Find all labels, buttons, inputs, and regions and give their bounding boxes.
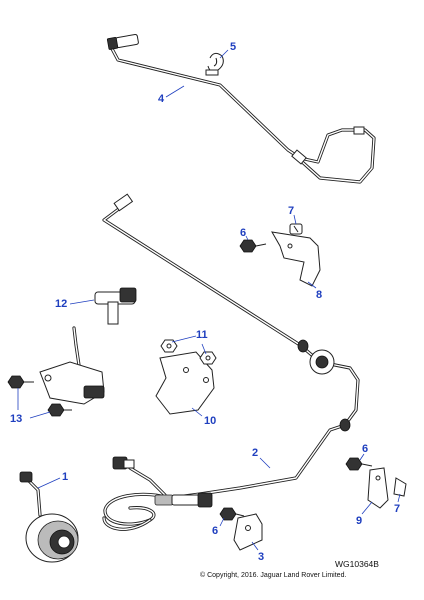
leader-3	[251, 541, 259, 551]
callout-4: 4	[158, 93, 165, 105]
bolt-part-13-lower	[47, 403, 72, 417]
nut-part-11	[160, 339, 217, 365]
pipe-part-4	[106, 33, 376, 184]
bracket-part-10	[155, 351, 215, 415]
bracket-part-8	[271, 231, 321, 287]
callout-12: 12	[55, 298, 67, 310]
callout-3: 3	[258, 551, 264, 563]
leader-12	[69, 299, 95, 305]
leader-8	[307, 281, 317, 289]
bolt-part-6-right	[345, 457, 373, 471]
slave-cylinder-part-1	[19, 471, 79, 563]
bracket-part-9	[367, 467, 389, 509]
callout-2: 2	[252, 447, 258, 459]
leader-2	[259, 457, 271, 469]
leader-11b	[201, 343, 207, 355]
callout-11: 11	[196, 329, 208, 341]
callout-6-right: 6	[362, 443, 368, 455]
callout-10: 10	[204, 415, 216, 427]
pipe-part-2	[102, 193, 360, 531]
bolt-part-6-lower	[219, 507, 245, 521]
valve-assembly-part-12	[39, 287, 137, 405]
callout-9: 9	[356, 515, 362, 527]
leader-13b	[29, 411, 51, 419]
bracket-part-3	[233, 513, 263, 551]
bolt-part-6-upper	[239, 239, 267, 253]
clip-part-5	[205, 52, 224, 76]
callout-7-lower: 7	[394, 503, 400, 515]
leader-4	[165, 85, 185, 98]
copyright-notice: © Copyright, 2016. Jaguar Land Rover Lim…	[200, 572, 347, 579]
leader-11a	[171, 335, 197, 343]
bolt-part-7-lower	[393, 477, 407, 497]
leader-7b	[397, 493, 401, 503]
leader-6b	[359, 453, 365, 461]
leader-10	[191, 407, 203, 417]
bolt-part-13-upper	[7, 375, 34, 389]
leader-6a	[245, 235, 249, 241]
leader-7a	[293, 214, 297, 225]
callout-6-lower: 6	[212, 525, 218, 537]
drawing-code: WG10364B	[335, 559, 379, 569]
callout-8: 8	[316, 289, 322, 301]
callout-13: 13	[10, 413, 22, 425]
leader-6c	[219, 517, 225, 527]
callout-1: 1	[62, 471, 68, 483]
callout-5: 5	[230, 41, 236, 53]
leader-1	[37, 477, 61, 489]
callout-7-upper: 7	[288, 205, 294, 217]
callout-6-upper: 6	[240, 227, 246, 239]
leader-5	[219, 49, 229, 59]
leader-9	[361, 501, 373, 515]
bolt-part-7-upper	[289, 223, 303, 235]
